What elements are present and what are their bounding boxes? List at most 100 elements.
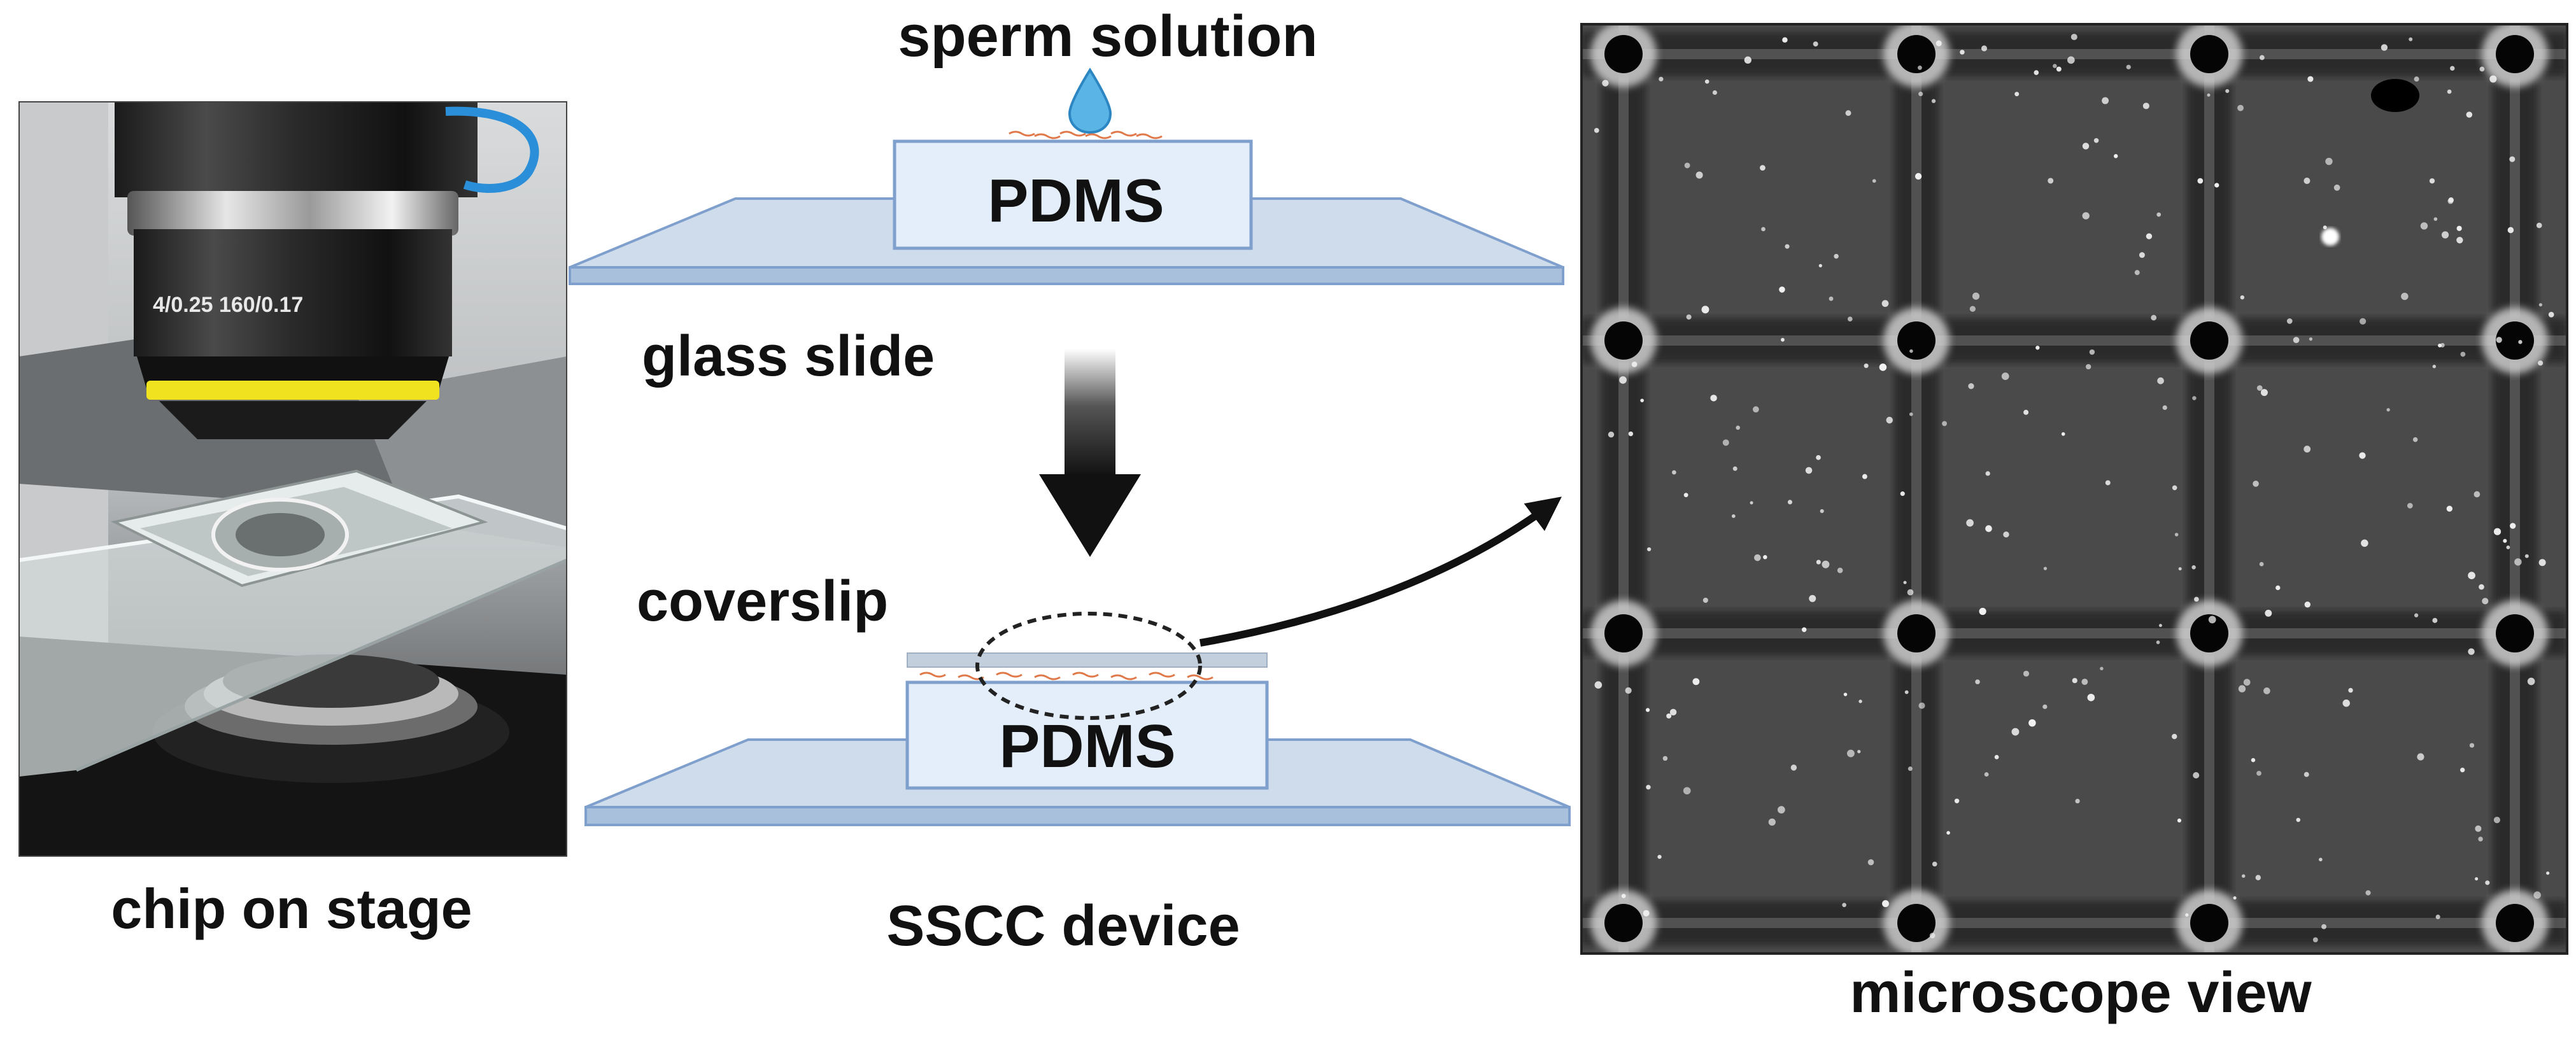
particle-dot (1785, 244, 1790, 249)
particle-dot (1820, 509, 1824, 514)
particle-dot (2014, 92, 2020, 97)
sperm-cells-bottom (919, 672, 1214, 680)
particle-dot (2518, 340, 2523, 344)
grid-channel-highlight (1582, 628, 2567, 638)
particle-dot (2225, 88, 2230, 94)
particle-dot (1816, 455, 1821, 460)
grid-channel-horizontal (1582, 611, 2567, 656)
particle-dot (1907, 766, 1913, 771)
particle-dot (2286, 318, 2293, 324)
particle-dot (2432, 365, 2437, 369)
particle-dot (2146, 233, 2153, 239)
particle-dot (1994, 755, 1999, 759)
particle-dot (1903, 581, 1907, 584)
particle-dot (1659, 76, 1664, 81)
particle-dot (2139, 252, 2145, 258)
particle-dot (2237, 104, 2244, 111)
particle-dot (2407, 503, 2413, 509)
particle-dot (2496, 337, 2502, 343)
particle-dot (1779, 286, 1785, 293)
particle-dot (1628, 431, 1634, 437)
particle-dot (1672, 470, 1676, 475)
particle-dot (2365, 890, 2371, 896)
particle-dot (2253, 481, 2259, 487)
particle-dot (2312, 937, 2318, 943)
particle-dot (1768, 818, 1776, 826)
particle-dot (2256, 770, 2261, 776)
particle-dot (2100, 666, 2104, 671)
particle-dot (2469, 743, 2475, 748)
particle-dot (1985, 471, 1990, 476)
particle-dot (2548, 311, 2554, 318)
particle-dot (2475, 877, 2479, 881)
particle-dot (1918, 66, 1922, 70)
particle-dot (2162, 405, 2167, 411)
particle-dot (2259, 561, 2264, 567)
particle-dot (2536, 222, 2542, 229)
particle-dot (2417, 753, 2424, 761)
glass-slide-label: glass slide (642, 325, 935, 388)
particle-dot (1752, 406, 1759, 413)
particle-dot (1625, 687, 1632, 694)
particle-dot (2259, 55, 2265, 60)
particle-dot (2473, 491, 2480, 498)
particle-dot (1834, 253, 1839, 259)
particle-dot (1732, 466, 1737, 471)
particle-dot (2193, 771, 2200, 779)
sscc-device-label: SSCC device (886, 894, 1240, 958)
particle-dot (2456, 225, 2462, 231)
particle-dot (2446, 505, 2452, 512)
particle-dot (2134, 270, 2140, 276)
particle-dot (2255, 875, 2261, 880)
particle-dot (1857, 750, 1861, 754)
grid-channel-highlight (1582, 49, 2567, 59)
particle-dot (1904, 690, 1909, 694)
particle-dot (2401, 292, 2409, 300)
particle-dot (2460, 351, 2466, 357)
particle-dot (1619, 376, 1627, 384)
particle-dot (1886, 416, 1893, 424)
particle-dot (2506, 546, 2510, 549)
particle-dot (2174, 533, 2179, 537)
particle-dot (1846, 749, 1855, 757)
particle-dot (1805, 467, 1813, 474)
grid-channel-highlight (2510, 24, 2520, 954)
particle-dot (2460, 768, 2465, 773)
particle-dot (2241, 874, 2246, 878)
particle-dot (2441, 231, 2449, 239)
particle-dot (1809, 595, 1816, 602)
particle-dot (1754, 554, 1761, 561)
coverslip (907, 652, 1268, 668)
particle-dot (1975, 679, 1980, 684)
particle-dot (2489, 75, 2497, 83)
particle-dot (1929, 933, 1936, 939)
particle-dot (2256, 385, 2263, 391)
particle-dot (1602, 80, 1609, 87)
particle-dot (2456, 237, 2463, 244)
particle-dot (2447, 89, 2452, 94)
particle-dot (2214, 183, 2219, 188)
post-marker (1604, 321, 1643, 360)
particle-dot (1662, 756, 1668, 761)
particle-dot (2192, 396, 2197, 400)
particle-dot (1936, 40, 1942, 46)
particle-dot (2538, 303, 2543, 307)
particle-dot (1666, 713, 1672, 719)
particle-dot (2348, 687, 2353, 693)
particle-dot (1701, 306, 1709, 314)
particle-dot (2177, 818, 2182, 823)
particle-dot (1979, 607, 1986, 616)
particle-dot (1968, 383, 1974, 390)
particle-dot (2263, 687, 2270, 694)
post-marker (1897, 321, 1936, 360)
pdms-block-bottom (905, 680, 1269, 790)
particle-dot (2178, 567, 2182, 571)
particle-dot (1790, 764, 1797, 771)
particle-dot (1918, 92, 1923, 97)
particle-dot (2251, 757, 2256, 763)
particle-dot (2156, 640, 2160, 644)
particle-dot (1631, 362, 1638, 367)
particle-dot (2448, 197, 2454, 203)
particle-dot (1684, 162, 1690, 169)
particle-dot (2342, 699, 2350, 707)
